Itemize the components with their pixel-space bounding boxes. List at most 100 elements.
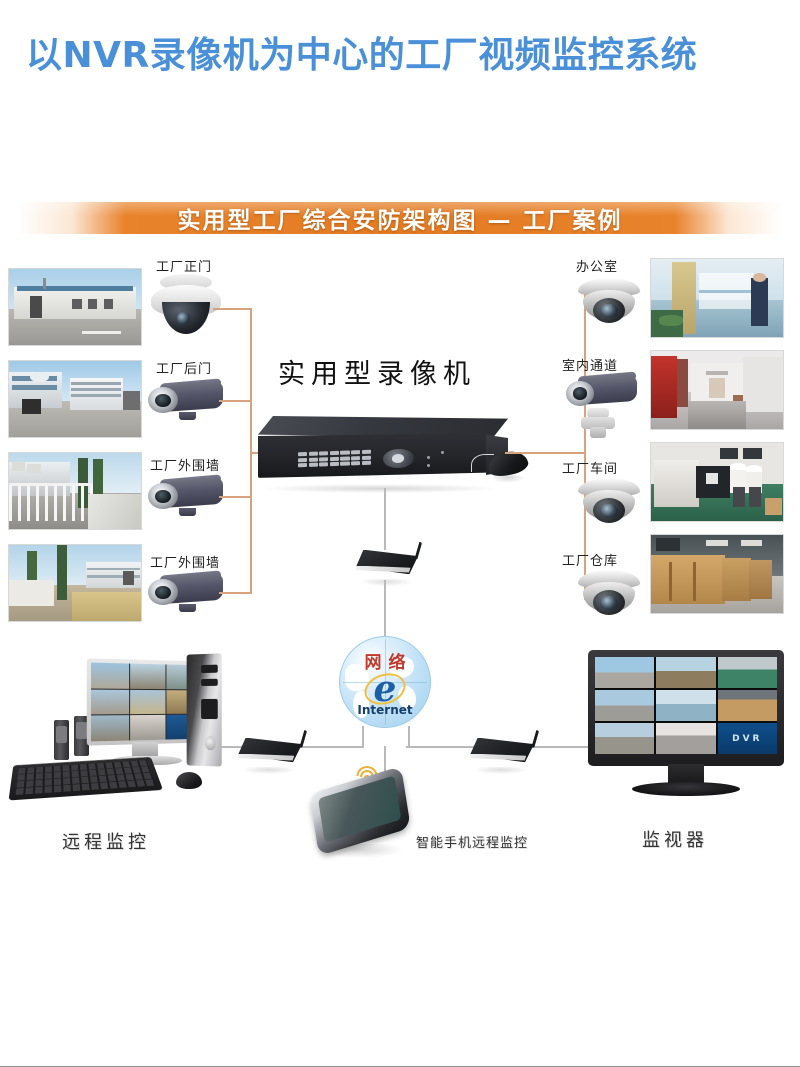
router-front-edge-left — [238, 753, 295, 761]
connector-internet-down-right — [408, 726, 410, 746]
globe-sphere — [339, 636, 431, 728]
camera-dome-front-gate — [150, 274, 222, 336]
connector-router-to-internet — [384, 580, 386, 638]
banner-title: 实用型工厂综合安防架构图 — 工厂案例 — [177, 208, 623, 234]
camera-label-office: 办公室 — [576, 260, 619, 275]
mouse-reflection — [490, 474, 526, 483]
nvr-status-led-2 — [427, 463, 431, 467]
nvr-status-led-1 — [427, 456, 431, 460]
camera-label-perimeter-wall: 工厂外围墙 — [150, 556, 221, 571]
camera-label-rear-gate: 工厂后门 — [156, 362, 213, 377]
router-front-edge-right — [470, 753, 527, 761]
pc-screen-grid — [90, 662, 202, 742]
internet-globe: 网络 e Internet — [339, 636, 431, 728]
globe-label-en: Internet — [357, 702, 413, 717]
router-middle[interactable] — [356, 538, 423, 586]
camera-bullet-rear-gate — [148, 377, 226, 420]
router-front-edge — [356, 565, 411, 573]
connector-right-to-nvr — [505, 452, 585, 454]
camera-bullet-perimeter-fence — [148, 473, 226, 516]
pc-speaker-left — [54, 720, 69, 760]
photo-factory-front-gate — [8, 268, 142, 346]
nvr-top-panel — [258, 416, 508, 438]
label-cctv-monitor: 监视器 — [642, 830, 708, 851]
label-smartphone-remote-monitoring: 智能手机远程监控 — [416, 836, 529, 851]
nvr-shadow — [263, 484, 498, 494]
monitor-cell[interactable] — [656, 723, 716, 754]
connector-internet-down-left — [362, 726, 364, 746]
globe-label-cn: 网络 — [364, 652, 413, 673]
photo-office-interior — [650, 258, 784, 338]
phone-shell — [309, 766, 411, 856]
camera-bullet-indoor-corridor — [566, 371, 640, 412]
monitor-cell[interactable] — [717, 690, 777, 721]
pc-speaker-right — [74, 716, 89, 756]
camera-bullet-perimeter-wall — [148, 569, 226, 612]
globe-equator — [342, 682, 428, 683]
router-shadow — [359, 578, 412, 586]
connector-right-bus — [584, 290, 586, 600]
monitor-cell[interactable] — [656, 690, 716, 721]
banner-background — [18, 202, 782, 234]
monitor-neck — [668, 764, 704, 786]
router-left[interactable] — [238, 726, 307, 774]
photo-factory-perimeter-wall — [8, 544, 142, 622]
dvr-label: DVR — [732, 733, 763, 744]
router-right[interactable] — [470, 726, 539, 774]
cctv-monitor[interactable]: DVR — [588, 650, 784, 810]
router-shadow-right — [473, 766, 528, 774]
phone-shadow — [318, 844, 402, 858]
photo-indoor-corridor — [650, 350, 784, 430]
page-title: 以NVR录像机为中心的工厂视频监控系统 — [26, 35, 698, 76]
connector-left-bus — [250, 308, 252, 594]
camera-bracket-indoor-corridor — [578, 408, 618, 438]
camera-dome-office — [578, 278, 640, 326]
bottom-divider — [0, 1065, 800, 1067]
smartphone-remote-monitoring[interactable] — [309, 766, 411, 858]
monitor-frame: DVR — [588, 650, 784, 766]
pc-monitor-stand — [132, 742, 158, 758]
pc-power-button[interactable] — [204, 735, 216, 751]
connector-to-phone — [384, 746, 386, 772]
connector-left-2 — [219, 400, 251, 402]
monitor-cell[interactable] — [595, 690, 655, 721]
monitor-cell[interactable] — [595, 657, 655, 688]
pc-keyboard[interactable] — [8, 756, 164, 801]
monitor-cell-dvr[interactable]: DVR — [717, 723, 777, 754]
connector-left-3 — [219, 496, 251, 498]
camera-label-perimeter-fence: 工厂外围墙 — [150, 459, 221, 474]
monitor-cell[interactable] — [717, 657, 777, 688]
camera-label-front-gate: 工厂正门 — [156, 260, 213, 275]
router-shadow-left — [241, 766, 296, 774]
camera-dome-warehouse — [578, 570, 640, 618]
monitor-cell[interactable] — [595, 723, 655, 754]
camera-dome-workshop — [578, 478, 640, 526]
photo-factory-workshop — [650, 442, 784, 522]
nvr-button-grid[interactable] — [297, 449, 371, 468]
camera-label-indoor-corridor: 室内通道 — [562, 359, 619, 374]
section-banner: 实用型工厂综合安防架构图 — 工厂案例 — [18, 198, 782, 238]
nvr-jog-wheel[interactable] — [382, 448, 414, 469]
connector-left-1 — [213, 308, 251, 310]
remote-monitoring-pc[interactable] — [8, 650, 223, 810]
monitor-base — [632, 782, 740, 796]
photo-factory-warehouse — [650, 534, 784, 614]
globe-e-icon: e — [373, 667, 397, 710]
monitor-channel-grid: DVR — [595, 657, 777, 754]
nvr-front-panel — [258, 433, 493, 478]
phone-screen[interactable] — [317, 775, 402, 843]
nvr-mouse[interactable] — [471, 448, 530, 483]
pc-mouse[interactable] — [176, 772, 202, 789]
monitor-cell[interactable] — [656, 657, 716, 688]
label-remote-monitoring: 远程监控 — [62, 832, 150, 853]
camera-label-workshop: 工厂车间 — [562, 462, 619, 477]
camera-label-warehouse: 工厂仓库 — [562, 554, 619, 569]
nvr-status-led-3 — [441, 451, 445, 455]
mouse-cord — [471, 454, 495, 473]
globe-meridian — [385, 638, 386, 726]
nvr-recorder[interactable] — [258, 416, 508, 494]
connector-nvr-to-router-mid — [384, 488, 386, 550]
connector-left-4 — [219, 592, 251, 594]
pc-tower[interactable] — [186, 653, 222, 767]
